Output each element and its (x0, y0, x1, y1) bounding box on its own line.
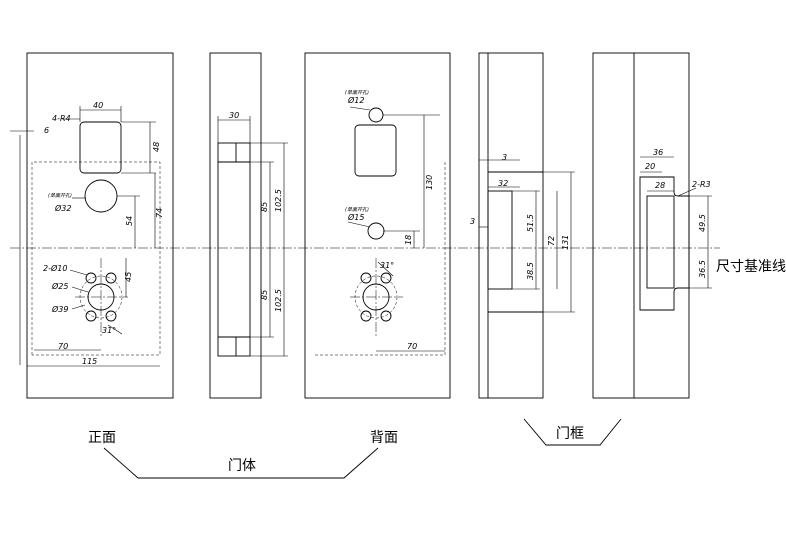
front-hole-32 (84, 179, 118, 213)
back-hole-15 (367, 222, 385, 240)
frame-side-dim-3-top: 3 (502, 153, 507, 162)
side-outline (209, 52, 262, 399)
side-dim-85-bottom: 85 (260, 290, 269, 300)
frame-side-slot (487, 190, 513, 290)
front-label: 正面 (88, 430, 116, 446)
front-holes-10-label: 2-Ø10 (43, 263, 67, 273)
frame-front-dim-20: 20 (645, 162, 655, 171)
frame-front-radius-note: 2-R3 (692, 180, 711, 189)
front-view: 4-R4 40 6 48 (单面开孔) Ø32 74 54 2-Ø10 Ø25 … (10, 52, 174, 399)
frame-side-view: 3 32 3 51.5 38.5 72 131 (470, 52, 575, 399)
front-hole-25-label: Ø25 (51, 281, 68, 291)
frame-front-dim-365: 36.5 (698, 260, 707, 278)
front-dim-74: 74 (155, 208, 164, 218)
back-hole-12-label: Ø12 (347, 95, 364, 105)
side-dim-1025-bottom: 102.5 (274, 289, 283, 312)
frame-front-view: 36 20 28 2-R3 49.5 36.5 (592, 52, 712, 399)
side-dim-1025-top: 102.5 (274, 189, 283, 212)
frame-front-dim-495: 49.5 (698, 214, 707, 232)
front-dim-70: 70 (58, 342, 68, 351)
back-dim-18: 18 (404, 235, 413, 245)
back-note-single-top: (单面开孔) (345, 89, 369, 96)
frame-side-dim-3-side: 3 (470, 217, 475, 226)
frame-front-dim-28: 28 (655, 181, 665, 190)
back-view: (单面开孔) Ø12 130 (单面开孔) Ø15 18 31° 70 (304, 52, 451, 399)
side-slot (217, 142, 251, 357)
front-hole-10-d (105, 310, 117, 322)
frame-side-dim-515: 51.5 (526, 214, 535, 232)
frame-side-dim-385: 38.5 (526, 262, 535, 280)
back-dim-70: 70 (407, 342, 417, 351)
front-dim-115: 115 (82, 357, 97, 366)
side-dim-30: 30 (229, 111, 239, 120)
back-angle-31: 31° (380, 261, 394, 270)
front-offset-6: 6 (44, 126, 49, 135)
back-label: 背面 (370, 430, 398, 446)
datum-line-label: 尺寸基准线 (716, 258, 786, 275)
front-radius-note: 4-R4 (52, 114, 71, 123)
frame-front-outline (592, 52, 690, 399)
front-hole-32-label: Ø32 (54, 203, 71, 213)
front-width-40: 40 (93, 101, 103, 110)
door-body-label: 门体 (228, 458, 256, 474)
door-frame-bracket (523, 418, 622, 446)
front-door-outline (26, 52, 174, 399)
back-door-outline (304, 52, 451, 399)
back-note-single-mid: (单面开孔) (345, 206, 369, 213)
frame-side-outline (478, 52, 544, 399)
front-note-single: (单面开孔) (48, 192, 72, 199)
front-hole-10-b (105, 272, 117, 284)
door-frame-label: 门框 (556, 426, 584, 442)
back-dim-130: 130 (425, 175, 434, 190)
frame-side-dim-32: 32 (498, 179, 508, 188)
back-hole-12 (368, 107, 384, 123)
front-cutout-rect (79, 121, 122, 174)
front-dim-45: 45 (124, 272, 133, 282)
front-hole-10-a (85, 272, 97, 284)
front-angle-31: 31° (102, 326, 116, 335)
frame-side-dim-131: 131 (561, 235, 570, 250)
front-height-48: 48 (152, 142, 161, 152)
frame-front-dim-36: 36 (653, 148, 663, 157)
front-dim-54: 54 (125, 216, 134, 226)
door-body-bracket (103, 447, 379, 479)
side-view: 30 85 102.5 85 102.5 (209, 52, 288, 399)
frame-side-dim-72: 72 (547, 236, 556, 246)
back-cutout-rect (354, 124, 397, 177)
side-dim-85-top: 85 (260, 202, 269, 212)
back-hole-15-label: Ø15 (347, 212, 364, 222)
front-hole-39-label: Ø39 (51, 304, 68, 314)
front-hole-10-c (85, 310, 97, 322)
